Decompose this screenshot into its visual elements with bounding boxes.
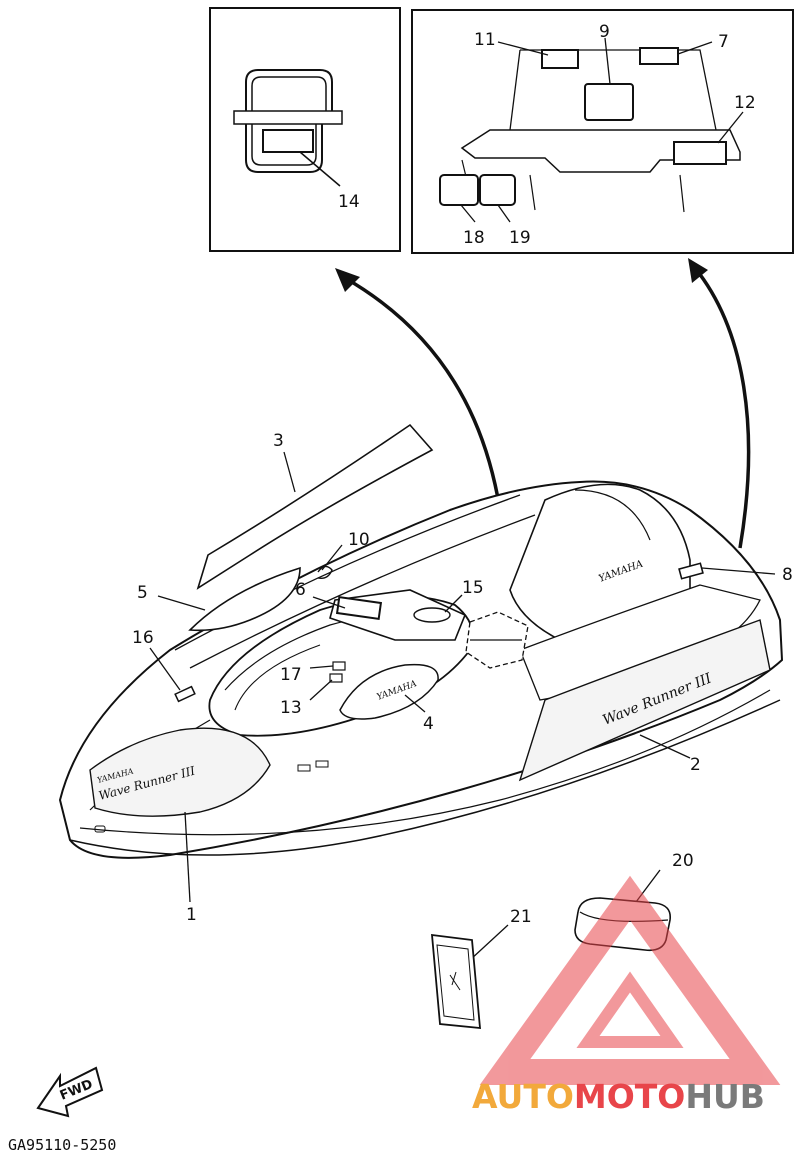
watermark-text: AUTOMOTOHUB xyxy=(472,1077,765,1116)
callout-9: 9 xyxy=(599,22,610,42)
callout-2: 2 xyxy=(690,755,701,775)
label-10-shape xyxy=(317,565,333,580)
detail-box-dashboard: 11 9 7 12 18 19 xyxy=(411,9,794,254)
callout-19: 19 xyxy=(509,228,531,248)
leader-lines xyxy=(149,451,776,961)
callout-15: 15 xyxy=(462,578,484,598)
label-12-shape xyxy=(673,141,727,165)
callout-4: 4 xyxy=(423,714,434,734)
callout-1: 1 xyxy=(186,905,197,925)
label-13-shape xyxy=(329,673,343,683)
label-11-shape xyxy=(541,49,579,69)
watermark-logo xyxy=(479,875,781,1085)
label-18-shape xyxy=(439,174,479,206)
label-9-shape xyxy=(584,83,634,121)
decal-3-shape xyxy=(196,423,434,590)
label-16-shape xyxy=(174,685,196,703)
callout-18: 18 xyxy=(463,228,485,248)
part-21-pouch xyxy=(431,933,481,1030)
label-8-shape xyxy=(678,562,704,580)
callout-12: 12 xyxy=(734,93,756,113)
callout-21: 21 xyxy=(510,907,532,927)
callout-6: 6 xyxy=(295,580,306,600)
callout-16: 16 xyxy=(132,628,154,648)
label-14-shape xyxy=(262,129,314,153)
callout-8: 8 xyxy=(782,565,793,585)
label-7-shape xyxy=(639,47,679,65)
callout-13: 13 xyxy=(280,698,302,718)
callout-14: 14 xyxy=(338,192,360,212)
callout-17: 17 xyxy=(280,665,302,685)
fwd-arrow-icon: FWD xyxy=(36,1066,104,1118)
callout-20: 20 xyxy=(672,851,694,871)
callout-3: 3 xyxy=(273,431,284,451)
callout-5: 5 xyxy=(137,583,148,603)
diagram-code: GA95110-5250 xyxy=(8,1136,116,1154)
decal-5-shape xyxy=(188,566,301,632)
detail-box-handle: 14 xyxy=(209,7,401,252)
callout-11: 11 xyxy=(474,30,496,50)
label-19-shape xyxy=(479,174,516,206)
callouts-main: 3 10 5 6 15 16 17 13 4 8 2 1 20 21 xyxy=(132,431,793,927)
decal-4-shape xyxy=(339,663,439,720)
watercraft-hull: YAMAHA YAMAHA YAMAHA Wave Runner III Wav… xyxy=(58,423,784,859)
callout-7: 7 xyxy=(718,32,729,52)
callout-10: 10 xyxy=(348,530,370,550)
